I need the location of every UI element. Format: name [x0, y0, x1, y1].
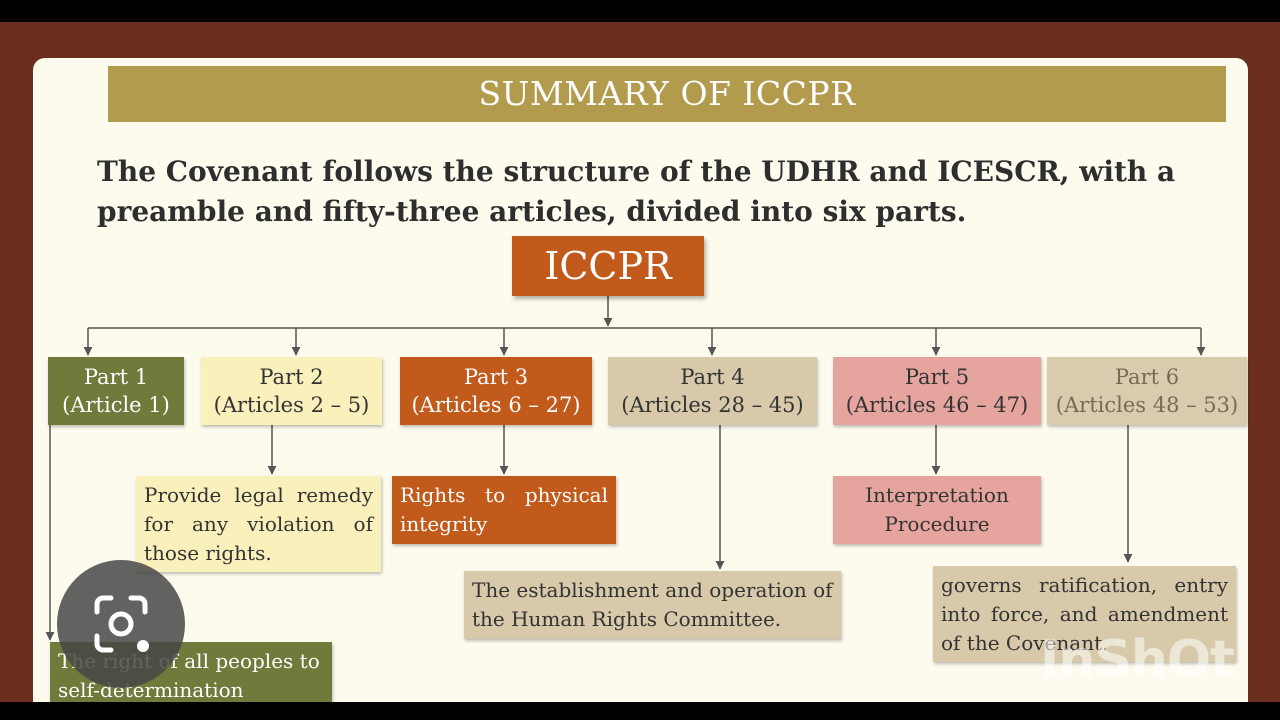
part-1-label: Part 1: [83, 365, 149, 389]
part-5-description: Interpretation Procedure: [833, 476, 1041, 544]
part-3-description: Rights to physical integrity: [392, 476, 616, 544]
part-3-label: Part 3: [463, 365, 529, 389]
part-4-description: The establishment and operation of the H…: [464, 571, 841, 639]
part-6-box: Part 6 (Articles 48 – 53): [1047, 357, 1247, 425]
part-6-articles: (Articles 48 – 53): [1055, 393, 1239, 417]
part-2-box: Part 2 (Articles 2 – 5): [201, 357, 382, 425]
part-5-label: Part 5: [904, 365, 970, 389]
slide-title: SUMMARY OF ICCPR: [108, 66, 1226, 122]
part-2-articles: (Articles 2 – 5): [213, 393, 370, 417]
camera-lens-icon[interactable]: [57, 560, 185, 688]
part-3-box: Part 3 (Articles 6 – 27): [400, 357, 592, 425]
part-5-box: Part 5 (Articles 46 – 47): [833, 357, 1041, 425]
part-5-articles: (Articles 46 – 47): [845, 393, 1029, 417]
app-watermark: InShOt: [1040, 630, 1235, 690]
part-4-label: Part 4: [680, 365, 745, 389]
part-4-articles: (Articles 28 – 45): [621, 393, 804, 417]
part-1-box: Part 1 (Article 1): [48, 357, 184, 425]
root-node: ICCPR: [512, 236, 704, 296]
intro-text: The Covenant follows the structure of th…: [97, 155, 1176, 228]
part-6-description: governs ratification, entry into force, …: [933, 566, 1236, 662]
part-2-description: Provide legal remedy for any violation o…: [136, 476, 381, 572]
part-6-label: Part 6: [1114, 365, 1180, 389]
part-3-articles: (Articles 6 – 27): [411, 393, 581, 417]
part-1-articles: (Article 1): [62, 393, 170, 417]
part-4-box: Part 4 (Articles 28 – 45): [608, 357, 817, 425]
part-2-label: Part 2: [259, 365, 324, 389]
bottom-black-bar: [0, 702, 1280, 720]
